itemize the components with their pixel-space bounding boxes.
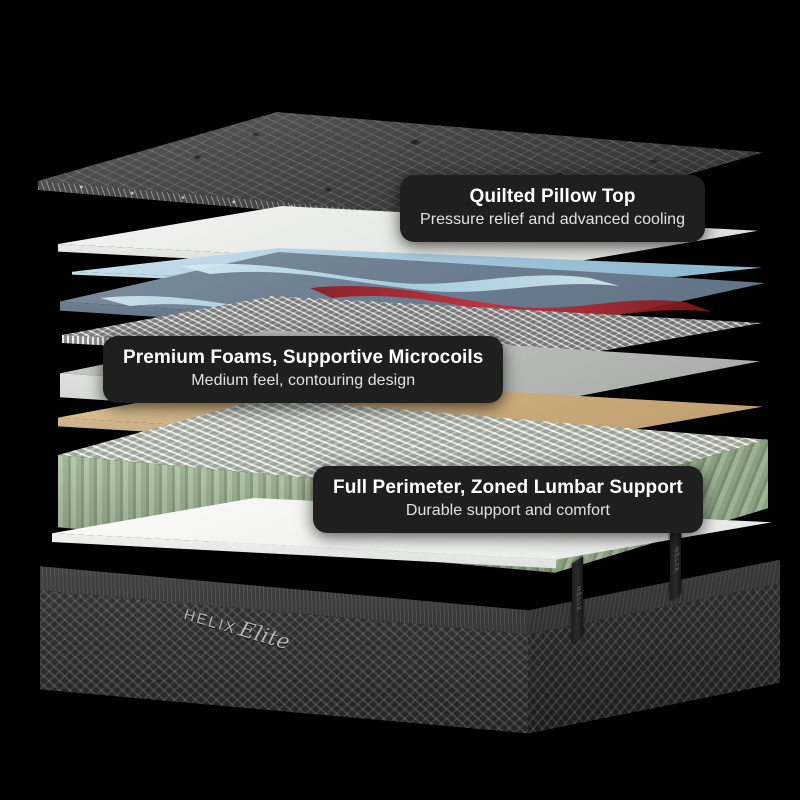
callout-subtitle: Durable support and comfort: [405, 502, 610, 520]
layer-mattress-base: [40, 520, 780, 740]
carry-handle-strip: HELIX: [670, 521, 681, 601]
carry-handle-label: HELIX: [672, 546, 679, 576]
callout-subtitle: Medium feel, contouring design: [191, 372, 416, 390]
callout-title: Premium Foams, Supportive Microcoils: [123, 347, 484, 368]
callout-title: Quilted Pillow Top: [469, 186, 636, 207]
callout-title: Full Perimeter, Zoned Lumbar Support: [333, 477, 683, 498]
callout-full-perimeter-lumbar-support: Full Perimeter, Zoned Lumbar Support Dur…: [313, 466, 703, 533]
callout-subtitle: Pressure relief and advanced cooling: [420, 211, 686, 229]
callout-premium-foams-microcoils: Premium Foams, Supportive Microcoils Med…: [103, 336, 504, 403]
carry-handle-strip: HELIX: [572, 556, 583, 644]
callout-quilted-pillow-top: Quilted Pillow Top Pressure relief and a…: [400, 175, 706, 242]
carry-handle-label: HELIX: [574, 585, 581, 615]
